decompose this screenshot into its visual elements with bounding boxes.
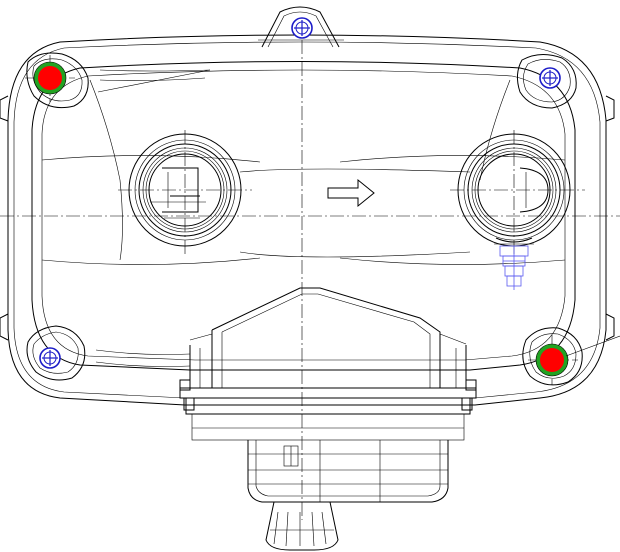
adjustment-knob xyxy=(265,501,339,551)
screw-top xyxy=(291,17,313,39)
flange-plate xyxy=(179,379,477,441)
left-cable-port xyxy=(128,133,242,247)
corner-boss-br xyxy=(522,327,583,386)
screw-icon xyxy=(39,17,561,369)
right-cable-port xyxy=(457,133,571,247)
leader-line xyxy=(565,335,620,357)
top-lug xyxy=(258,6,344,48)
flow-arrow-icon xyxy=(327,178,375,208)
screw-top-right xyxy=(539,67,561,89)
center-lines xyxy=(0,18,620,520)
corner-boss-tr xyxy=(516,54,577,109)
plug-bottom-right xyxy=(535,343,569,377)
corner-boss-tl xyxy=(26,52,89,109)
motor-block xyxy=(247,440,449,503)
plug-icon xyxy=(33,61,569,377)
cable-gland-fitting xyxy=(499,245,529,290)
screw-bottom-left xyxy=(39,347,61,369)
housing-body xyxy=(0,34,615,406)
plug-top-left xyxy=(33,61,67,95)
corner-boss-bl xyxy=(26,325,191,381)
center-cover xyxy=(189,287,467,388)
